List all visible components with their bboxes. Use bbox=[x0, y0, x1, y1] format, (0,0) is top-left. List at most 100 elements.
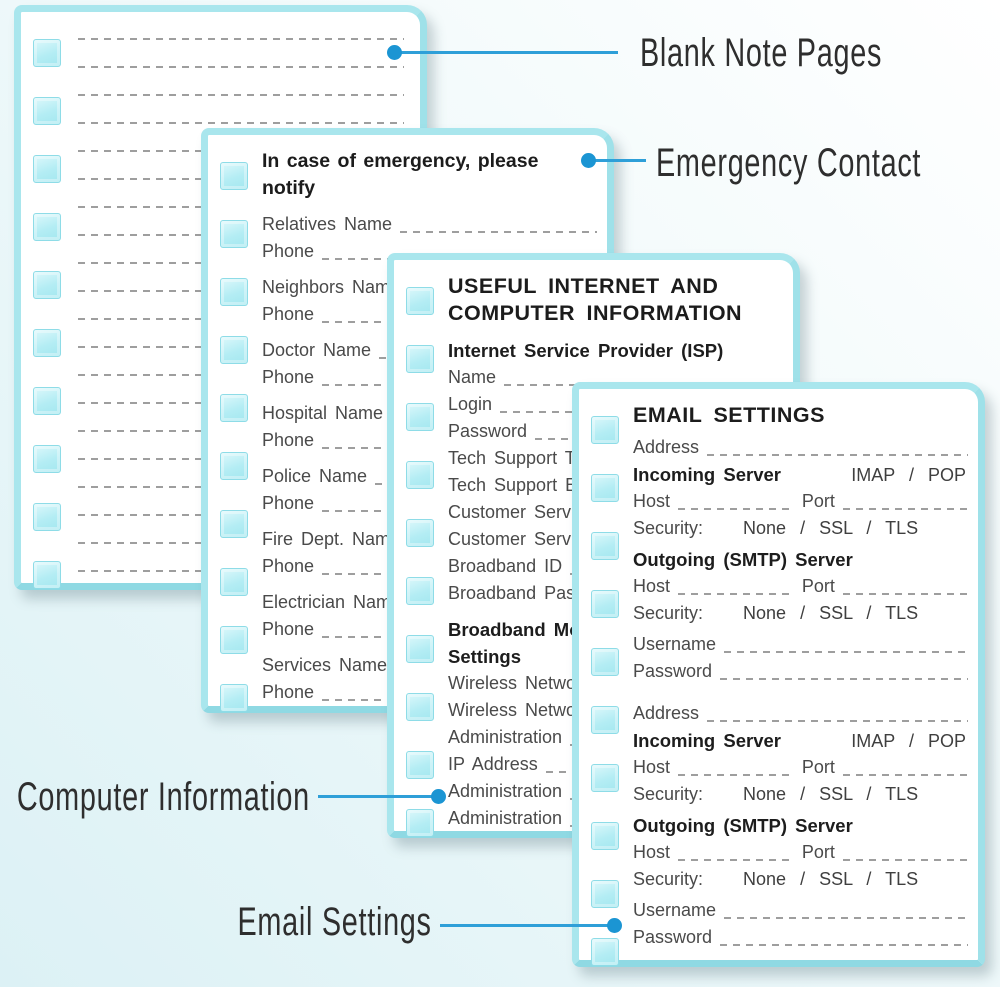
checkbox-icon bbox=[220, 220, 248, 248]
checkbox-icon bbox=[33, 271, 61, 299]
field-label: Phone bbox=[262, 682, 315, 702]
checkbox-icon bbox=[591, 938, 619, 966]
field-row: Address bbox=[633, 434, 968, 461]
field-label: Address bbox=[633, 703, 700, 723]
page-content: USEFUL INTERNET AND COMPUTER INFORMATION I… bbox=[448, 273, 783, 832]
callout-label: Blank Note Pages bbox=[640, 31, 883, 75]
field-label: Broadband Pas bbox=[448, 583, 576, 603]
field-label: Security: bbox=[633, 603, 704, 623]
section-heading: Internet Service Provider (ISP) bbox=[448, 337, 783, 364]
page-title: In case of emergency, please notify bbox=[262, 148, 597, 202]
checkbox-icon bbox=[406, 403, 434, 431]
field-label: Customer Servi bbox=[448, 502, 576, 522]
dashed-fill-line bbox=[707, 454, 968, 456]
field-label: Phone bbox=[262, 430, 315, 450]
checkbox-icon bbox=[591, 416, 619, 444]
security-options: None / SSL / TLS bbox=[743, 869, 919, 889]
field-label: Address bbox=[633, 437, 700, 457]
callout-label: Email Settings bbox=[237, 900, 432, 944]
field-label: Doctor Name bbox=[262, 340, 372, 360]
field-label: Phone bbox=[262, 493, 315, 513]
security-options: None / SSL / TLS bbox=[743, 518, 919, 538]
field-label: Password bbox=[633, 927, 713, 947]
security-options: None / SSL / TLS bbox=[743, 603, 919, 623]
field-row: Username bbox=[633, 897, 968, 924]
page-title-line: In case of emergency, please notify bbox=[262, 150, 539, 199]
field-label: Outgoing (SMTP) Server bbox=[633, 815, 853, 836]
field-label: Neighbors Name bbox=[262, 277, 401, 297]
field-label: Phone bbox=[262, 367, 315, 387]
field-label: Outgoing (SMTP) Server bbox=[633, 549, 853, 570]
checkbox-icon bbox=[406, 693, 434, 721]
page-title-line: USEFUL INTERNET AND bbox=[448, 274, 719, 298]
checkbox-icon bbox=[591, 590, 619, 618]
checkbox-icon bbox=[220, 452, 248, 480]
dashed-fill-line bbox=[842, 593, 968, 595]
section-heading: Settings bbox=[448, 643, 783, 670]
field-label: Host bbox=[633, 757, 671, 777]
checkbox-icon bbox=[406, 519, 434, 547]
field-label: Name bbox=[448, 367, 497, 387]
checkbox-icon bbox=[33, 97, 61, 125]
field-label: Tech Support E bbox=[448, 475, 578, 495]
checkbox-icon bbox=[220, 162, 248, 190]
field-label: IP Address bbox=[448, 754, 538, 774]
section-heading: Outgoing (SMTP) Server bbox=[633, 812, 968, 839]
security-options: None / SSL / TLS bbox=[743, 784, 919, 804]
field-label: Incoming Server bbox=[633, 730, 781, 751]
field-label: Username bbox=[633, 900, 717, 920]
checkbox-icon bbox=[406, 809, 434, 837]
dashed-fill-line bbox=[724, 917, 968, 919]
security-row: Security: None / SSL / TLS bbox=[633, 515, 968, 542]
field-label: Phone bbox=[262, 556, 315, 576]
protocol-options: IMAP / POP bbox=[851, 465, 966, 485]
checkbox-rail bbox=[406, 287, 434, 837]
field-label: Wireless Netwo bbox=[448, 673, 577, 693]
checkbox-icon bbox=[406, 635, 434, 663]
dashed-fill-line bbox=[720, 944, 968, 946]
page-title: EMAIL SETTINGS bbox=[633, 402, 968, 429]
protocol-options: IMAP / POP bbox=[851, 731, 966, 751]
checkbox-icon bbox=[220, 684, 248, 712]
field-label: Phone bbox=[262, 619, 315, 639]
field-label: Tech Support T bbox=[448, 448, 576, 468]
field-label: Security: bbox=[633, 518, 704, 538]
ruled-line bbox=[78, 96, 404, 124]
dashed-fill-line bbox=[707, 720, 968, 722]
page-title-line: COMPUTER INFORMATION bbox=[448, 301, 743, 325]
ruled-line bbox=[78, 40, 404, 68]
security-row: Security: None / SSL / TLS bbox=[633, 600, 968, 627]
field-label: Port bbox=[801, 576, 835, 596]
field-label: Wireless Netwo bbox=[448, 700, 577, 720]
checkbox-icon bbox=[220, 510, 248, 538]
security-row: Security:None / SSL / TLS bbox=[633, 781, 968, 808]
checkbox-icon bbox=[591, 880, 619, 908]
checkbox-rail bbox=[591, 416, 619, 966]
field-label: Security: bbox=[633, 869, 704, 889]
checkbox-icon bbox=[220, 626, 248, 654]
checkbox-icon bbox=[220, 394, 248, 422]
checkbox-icon bbox=[406, 577, 434, 605]
checkbox-icon bbox=[591, 764, 619, 792]
checkbox-icon bbox=[591, 648, 619, 676]
field-label: Administration bbox=[448, 781, 563, 801]
dashed-fill-line bbox=[678, 859, 792, 861]
checkbox-icon bbox=[220, 568, 248, 596]
field-label: Broadband ID bbox=[448, 556, 563, 576]
field-row: Username bbox=[633, 631, 968, 658]
field-label: Electrician Name bbox=[262, 592, 402, 612]
page-title: USEFUL INTERNET AND COMPUTER INFORMATION bbox=[448, 273, 783, 327]
section-heading: Incoming Server IMAP / POP bbox=[633, 727, 968, 754]
row-gap bbox=[633, 685, 968, 700]
section-heading: Outgoing (SMTP) Server bbox=[633, 546, 968, 573]
dashed-fill-line bbox=[678, 593, 792, 595]
checkbox-icon bbox=[591, 822, 619, 850]
checkbox-icon bbox=[220, 336, 248, 364]
dashed-fill-line bbox=[720, 678, 968, 680]
dashed-fill-line bbox=[678, 508, 792, 510]
